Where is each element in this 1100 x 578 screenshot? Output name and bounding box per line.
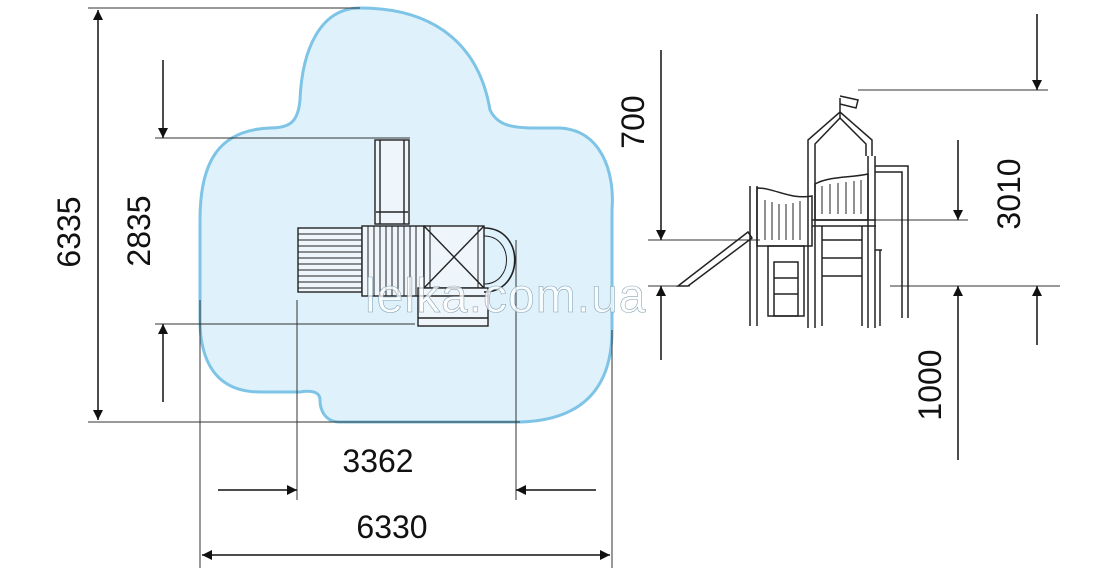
watermark: lelka.com.ua <box>365 270 646 323</box>
elevation-rail <box>875 165 909 318</box>
dim-structure-depth: 2835 <box>121 195 157 266</box>
plan-view: 6335 2835 3362 6330 <box>51 6 614 568</box>
structure-elevation <box>675 95 909 328</box>
side-view: 700 3010 1000 <box>615 14 1060 460</box>
elevation-tower-panel <box>814 173 869 221</box>
dim-total-height: 6335 <box>51 196 87 267</box>
plan-deck-lower <box>417 287 489 327</box>
dim-platform-height: 700 <box>615 95 651 148</box>
structure-plan <box>297 139 516 327</box>
dim-deck-height: 1000 <box>912 349 948 420</box>
side-dimension-lines <box>656 14 1042 460</box>
dim-total-width: 6330 <box>356 509 427 545</box>
elevation-flag <box>839 95 859 109</box>
elevation-left-panel <box>756 187 813 247</box>
dim-structure-width: 3362 <box>342 443 413 479</box>
plan-slide <box>483 227 516 293</box>
plan-bridge <box>297 227 363 293</box>
elevation-slide <box>675 230 754 287</box>
side-extension-lines <box>648 89 1060 287</box>
plan-deck-main <box>361 225 425 297</box>
dim-top-height: 3010 <box>991 158 1027 229</box>
plan-extension-lines <box>88 7 613 568</box>
plan-dimension-lines <box>93 9 610 560</box>
